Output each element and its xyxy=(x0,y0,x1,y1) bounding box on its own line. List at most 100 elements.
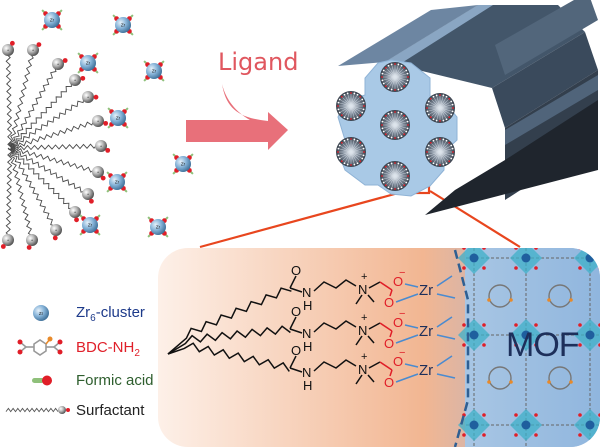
micelle-ray xyxy=(350,148,363,153)
micelle-ray xyxy=(388,124,396,136)
carbonyl-oxygen: O xyxy=(384,375,394,390)
legend-label-zr6-cluster: Zr6-cluster xyxy=(76,304,145,324)
micelle-head xyxy=(361,111,364,114)
zoomed-interface-panel xyxy=(158,248,600,447)
zr-node-atom xyxy=(469,330,479,340)
carbonyl-oxygen: O xyxy=(384,295,394,310)
micelle-ray xyxy=(436,151,441,164)
micelle-ray xyxy=(394,175,404,185)
zr-cluster: Zr xyxy=(143,60,165,82)
zr6-cluster-icon: Zr xyxy=(33,305,49,321)
ch2-bond xyxy=(368,322,381,330)
carbonyl-double-bond xyxy=(389,330,393,338)
micelle-ray xyxy=(344,105,352,117)
amide-oxygen: O xyxy=(291,304,301,319)
micelle-head xyxy=(397,88,400,91)
oxygen-atom xyxy=(80,75,86,81)
micelle-ray xyxy=(344,151,352,163)
carbonyl-bond xyxy=(289,355,297,369)
micelle-head xyxy=(387,87,390,90)
micelle-ray xyxy=(340,99,352,107)
carbonyl-bond xyxy=(289,275,297,289)
oxygen-atom xyxy=(514,266,518,270)
micelle-head xyxy=(405,117,408,120)
negative-charge: − xyxy=(399,267,405,279)
micelle-head xyxy=(397,63,400,66)
micelle-head xyxy=(381,124,383,126)
micelle-ray xyxy=(429,101,441,109)
micelle-head xyxy=(350,118,352,120)
micelle-head xyxy=(439,94,441,96)
micelle-ray xyxy=(439,107,452,112)
zr-cluster: Zr xyxy=(79,214,101,236)
micelle-head xyxy=(451,103,454,106)
methyl-bond xyxy=(355,335,363,346)
rod-top-face xyxy=(495,0,598,75)
micelle-ray xyxy=(394,73,407,78)
micelle-ray xyxy=(350,151,355,164)
micelle-ray xyxy=(388,66,396,78)
micelle-ray xyxy=(394,114,402,126)
micelle-head xyxy=(382,69,385,72)
surfactant-chain xyxy=(5,49,13,149)
pore xyxy=(380,110,410,140)
micelle-ray xyxy=(350,105,362,113)
zr-cluster: Zr xyxy=(77,52,99,74)
micelle-head xyxy=(406,79,409,82)
micelle-ray xyxy=(388,76,396,88)
micelle-ray xyxy=(350,105,355,118)
micelle-head xyxy=(353,138,356,141)
micelle-head xyxy=(397,136,400,139)
micelle-head xyxy=(382,82,385,85)
micelle-head xyxy=(405,168,408,171)
rod-top-face xyxy=(338,5,478,66)
micelle-head xyxy=(387,112,390,115)
micelle-ray xyxy=(394,76,404,86)
micelle-ray xyxy=(347,105,352,118)
coordination-bond xyxy=(436,373,456,379)
surfactant-chain xyxy=(8,148,57,232)
zr-atom-label: Zr xyxy=(419,282,433,299)
micelle-ray xyxy=(350,105,363,110)
oxygen-atom xyxy=(62,58,68,63)
zr-label: Zr xyxy=(121,23,126,28)
micelle-ray xyxy=(394,76,406,84)
micelle-ray xyxy=(388,165,396,177)
micelle-head xyxy=(407,175,409,177)
zr-cluster: Zr xyxy=(172,153,194,175)
micelle-head xyxy=(337,105,339,107)
micelle-head xyxy=(346,138,349,141)
zr-cluster: Zr xyxy=(41,9,63,31)
ch2-bond xyxy=(368,361,381,369)
micelle-head xyxy=(362,147,365,150)
micelle-ray xyxy=(342,97,352,107)
micelle-ray xyxy=(384,76,396,84)
micelle-head xyxy=(403,66,406,69)
zr-label: Zr xyxy=(88,223,93,228)
micelle-ray xyxy=(431,107,441,117)
amine-atom xyxy=(569,298,573,302)
micelle-ray xyxy=(394,76,407,81)
micelle-ray xyxy=(384,124,396,132)
micelle-head xyxy=(450,144,453,147)
legend: Zr xyxy=(5,305,70,414)
zr-node-atom xyxy=(469,420,479,430)
amine-atom xyxy=(547,380,551,384)
micelle-head xyxy=(390,63,393,66)
micelle-head xyxy=(390,162,393,165)
charge-label: + xyxy=(55,228,58,233)
micelle-ray xyxy=(350,102,363,107)
micelle-ray xyxy=(394,175,407,180)
micelle-ray xyxy=(350,94,355,107)
oxygen-atom xyxy=(534,266,538,270)
micelle-head xyxy=(405,181,408,184)
micelle-ray xyxy=(383,121,396,126)
oxygen-atom xyxy=(52,235,58,241)
charge-label: + xyxy=(87,95,90,100)
micelle-head xyxy=(435,138,438,141)
zr-label: Zr xyxy=(156,225,161,230)
micelle-head xyxy=(435,163,438,166)
